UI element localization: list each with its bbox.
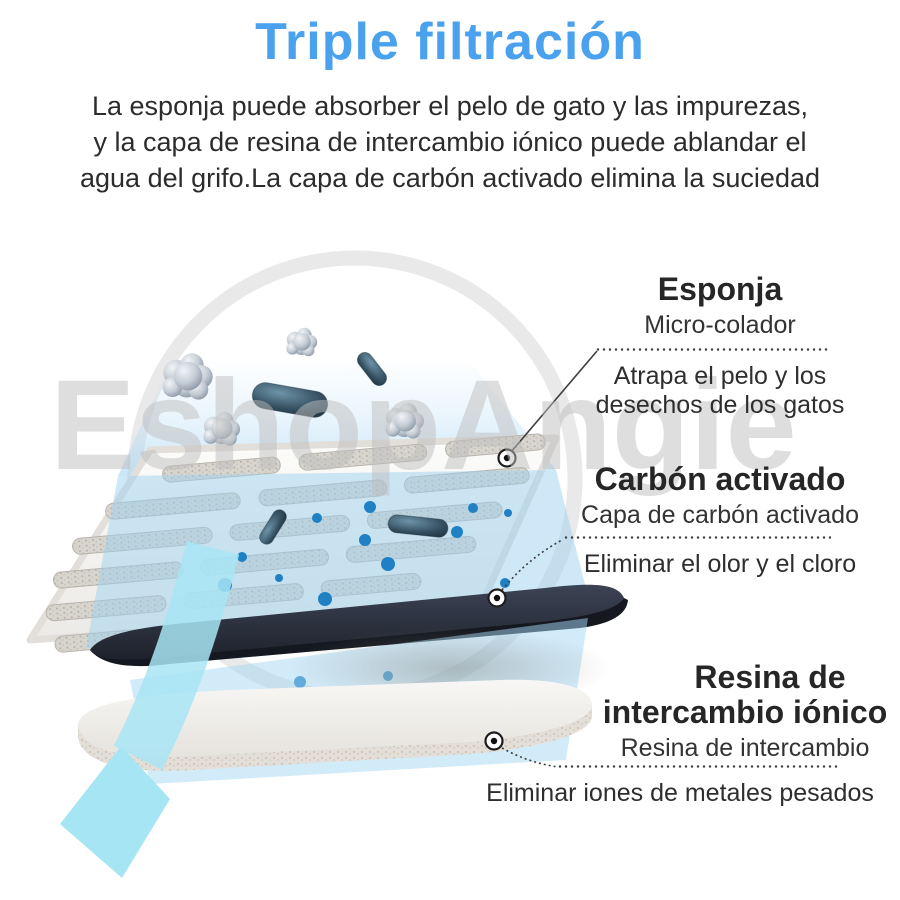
sponge-callout-heading: Esponja (657, 271, 783, 307)
intro-paragraph: La esponja puede absorber el pelo de gat… (0, 88, 900, 196)
carbon-marker-icon (487, 588, 507, 608)
sponge-callout-subheading: Micro-colador (644, 311, 796, 339)
intro-line-1: La esponja puede absorber el pelo de gat… (92, 91, 808, 121)
resin-marker-icon (484, 731, 504, 751)
sponge-callout-desc-2: desechos de los gatos (595, 391, 845, 419)
intro-line-3: agua del grifo.La capa de carbón activad… (80, 163, 820, 193)
resin-callout-heading-1: Resina de (694, 659, 846, 695)
resin-callout-heading-2: intercambio iónico (602, 694, 888, 730)
sponge-callout-desc-1: Atrapa el pelo y los (613, 362, 827, 390)
resin-dotted-line (557, 765, 839, 768)
carbon-callout-desc: Eliminar el olor y el cloro (583, 550, 857, 578)
page-title: Triple filtración (255, 13, 645, 71)
carbon-dotted-line (563, 536, 831, 539)
callout-leader-lines (501, 350, 598, 768)
resin-layer (78, 679, 593, 771)
dirt-particles (162, 327, 424, 446)
carbon-callout-subheading: Capa de carbón activado (581, 501, 859, 529)
resin-callout-desc: Eliminar iones de metales pesados (486, 779, 874, 807)
water-flow-arrow-icon (60, 541, 240, 878)
resin-callout-subheading: Resina de intercambio (620, 734, 870, 762)
sponge-dotted-line (595, 348, 828, 351)
intro-line-2: y la capa de resina de intercambio iónic… (93, 127, 807, 157)
sponge-marker-icon (497, 448, 517, 468)
bacteria-particles (251, 351, 449, 545)
carbon-callout-heading: Carbón activado (594, 461, 846, 497)
